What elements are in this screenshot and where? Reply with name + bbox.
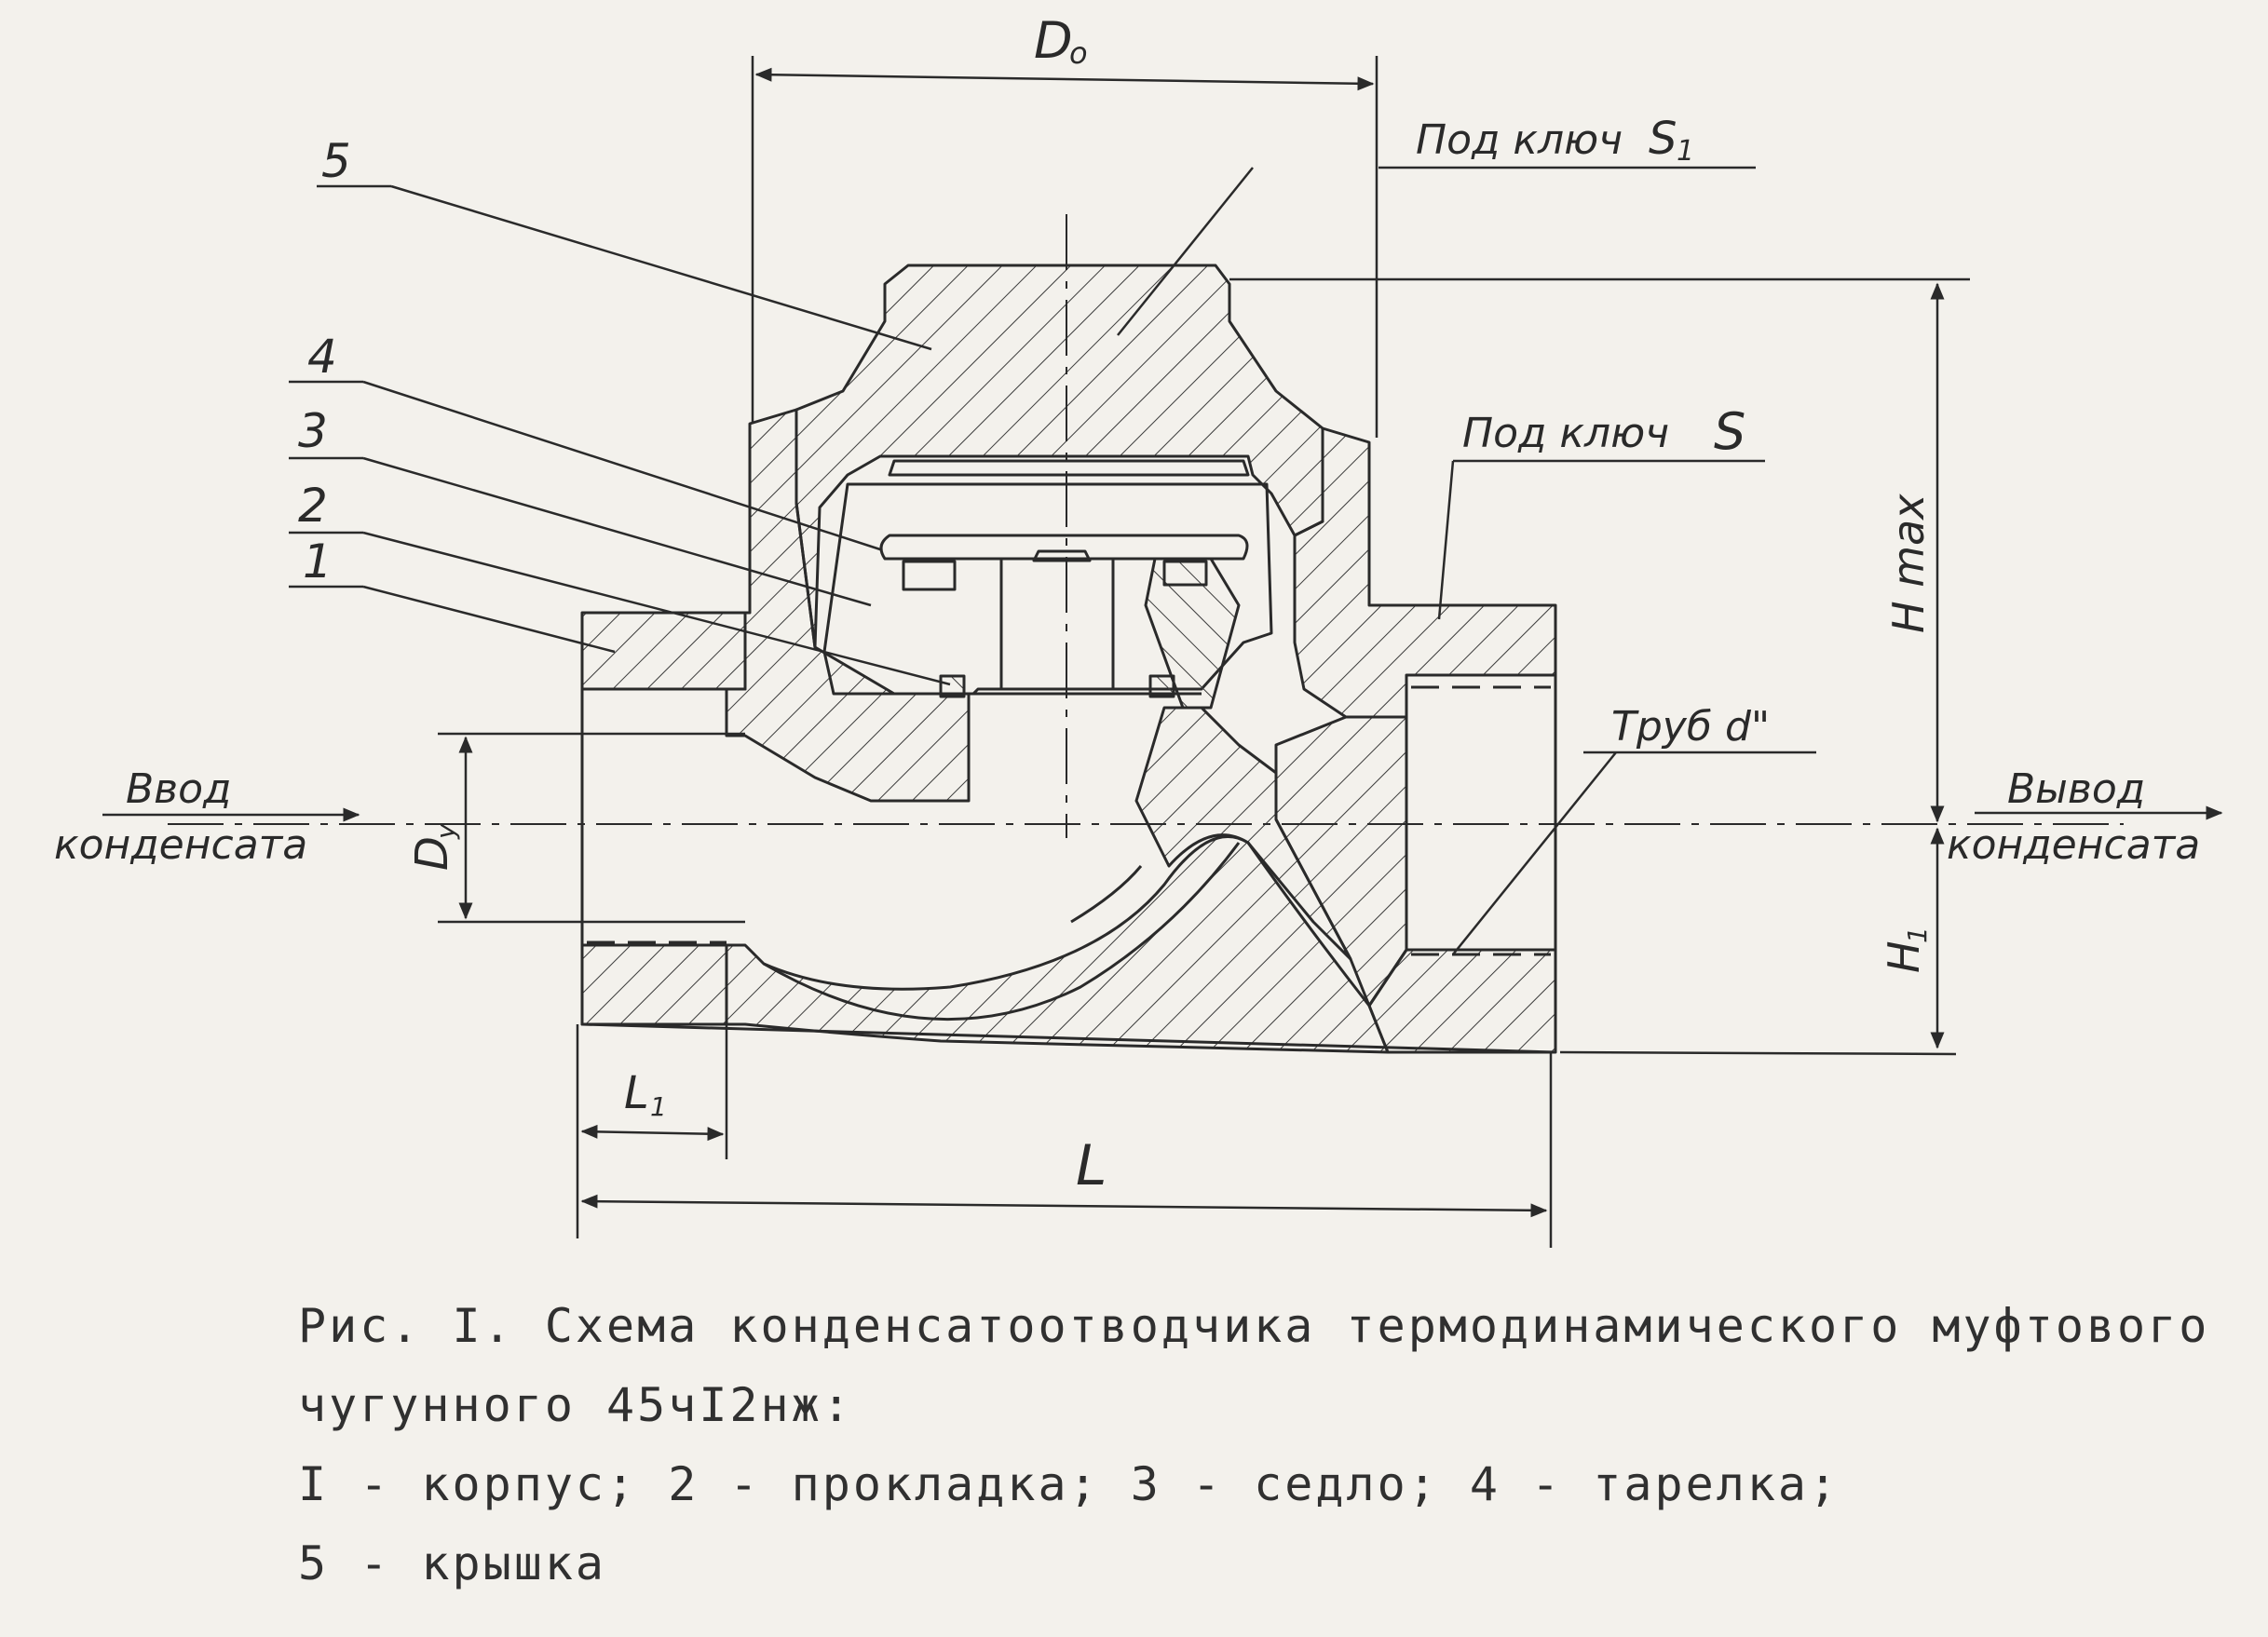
label-outlet-2: конденсата (1947, 821, 2200, 869)
dimension-heights (1229, 277, 1970, 1056)
label-part-4: 4 (307, 330, 337, 384)
label-inlet-1: Ввод (126, 765, 231, 813)
gasket-part-2 (939, 674, 1175, 698)
caption-line-4: 5 - крышка (298, 1536, 607, 1590)
label-dy: D (406, 836, 458, 871)
label-h1-sub: 1 (1902, 927, 1933, 943)
label-inlet-2: конденсата (54, 821, 307, 869)
caption-line-1: Рис. I. Схема конденсатоотводчика термод… (298, 1299, 2210, 1353)
label-dy-sub: y (430, 823, 461, 840)
seat-part-3 (822, 482, 1273, 710)
center-lines (168, 214, 2124, 838)
label-part-2: 2 (298, 479, 328, 533)
label-d0-sub: o (1069, 35, 1088, 71)
leader-lines (289, 166, 1816, 955)
drawing-labels: D o Под ключ S 1 Под ключ S Труб d" H ma… (54, 11, 2200, 1198)
cover-part-5 (794, 264, 1324, 649)
label-pipe: Труб d" (1611, 703, 1770, 751)
label-key-s-sym: S (1714, 402, 1745, 461)
flow-arrows (102, 805, 2223, 822)
disc-part-4 (879, 459, 1250, 591)
label-part-1: 1 (303, 534, 333, 589)
caption-line-2: чугунного 45чI2нж: (298, 1378, 853, 1432)
label-l: L (1076, 1133, 1107, 1198)
label-part-5: 5 (321, 134, 351, 188)
label-h-max: H max (1883, 494, 1934, 633)
label-key-s1-sym: S (1649, 113, 1677, 165)
body-part-1 (580, 408, 1557, 1054)
label-l1: L (624, 1067, 649, 1119)
label-part-3: 3 (298, 404, 328, 458)
label-h1: H (1879, 940, 1929, 973)
dimension-d0 (751, 56, 1378, 438)
label-key-s: Под ключ (1462, 410, 1669, 457)
dimension-dy (438, 732, 745, 924)
label-l1-sub: 1 (650, 1091, 667, 1122)
label-key-s1-sub: 1 (1677, 135, 1694, 168)
label-key-s1: Под ключ (1416, 116, 1623, 164)
pipe-threads (587, 685, 1551, 956)
caption-line-3: I - корпус; 2 - прокладка; 3 - седло; 4 … (298, 1457, 1840, 1511)
label-outlet-1: Вывод (2007, 765, 2145, 813)
dimension-lengths (576, 1024, 1553, 1248)
label-d0: D (1034, 11, 1073, 70)
